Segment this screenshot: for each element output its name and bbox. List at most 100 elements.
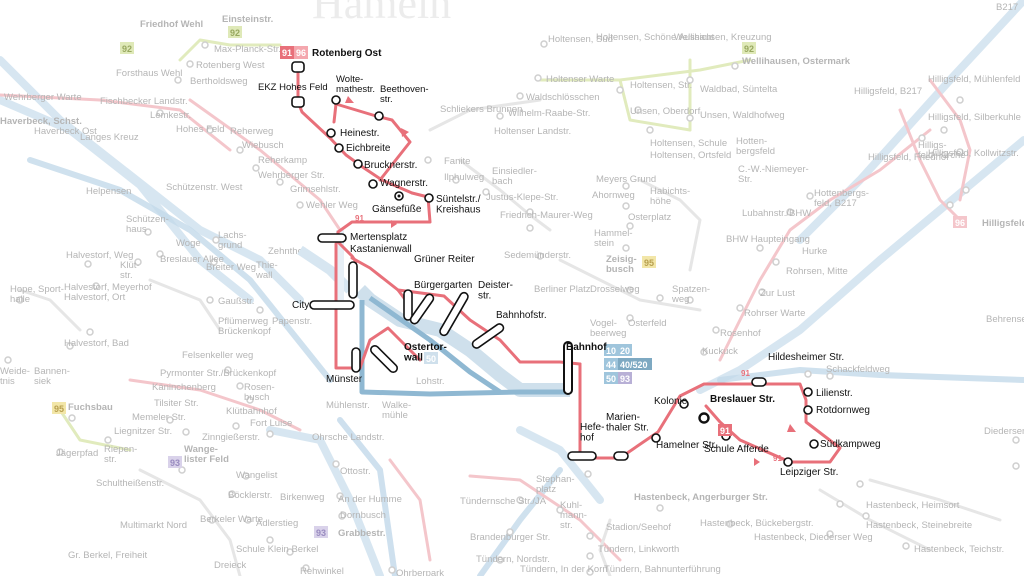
label-grimsehl: Grimsehlstr. — [290, 184, 341, 195]
label-wehrbergerstr: Wehrberger Str. — [258, 170, 325, 181]
label-wangelister-feld: Wange-lister Feld — [184, 444, 229, 465]
label-langes-kreuz: Langes Kreuz — [80, 132, 139, 143]
label-kluetbahnhof: Klütbahnhof — [226, 406, 277, 417]
stop-deisterstr: Deister-str. — [478, 280, 513, 302]
label-hastenbeck-angerburger: Hastenbeck, Angerburger Str. — [634, 492, 768, 503]
label-einsiedler: Einsiedler-bach — [492, 166, 537, 187]
label-halvestorf-meyerhof: Halvestorf, Meyerhof — [64, 282, 152, 293]
label-hastenbeck-steinebreite: Hastenbeck, Steinebreite — [866, 520, 972, 531]
label-rehwinkel: Rehwinkel — [300, 566, 344, 576]
label-stephanplatz: Stephan-platz — [536, 474, 575, 495]
label-friedrich: Friedrich-Maurer-Weg — [500, 210, 593, 221]
label-hillig-kirche: Hilligs-feld, Kirche — [918, 140, 966, 161]
svg-text:20: 20 — [620, 346, 630, 356]
svg-text:91: 91 — [720, 426, 730, 436]
label-weide: Weide-tnis — [0, 366, 30, 387]
svg-text:91: 91 — [741, 369, 750, 378]
label-holtenser-landstr: Holtenser Landstr. — [494, 126, 571, 137]
svg-text:44: 44 — [606, 360, 616, 370]
label-pyrmonter: Pyrmonter Str./Brückenkopf — [160, 368, 277, 379]
stop-symbols — [291, 61, 819, 467]
stop-dot-gaensefuesse — [397, 194, 401, 198]
label-ahornweg: Ahornweg — [592, 190, 635, 201]
label-walkemuehle: Walke-mühle — [382, 400, 411, 421]
stop-heinestr: Heinestr. — [340, 128, 379, 139]
label-halvestorf-ort: Halvestorf, Ort — [64, 292, 126, 303]
label-meyers-grund: Meyers Grund — [596, 174, 656, 185]
svg-text:96: 96 — [296, 48, 306, 58]
label-sedemuenderstr: Sedemünderstr. — [504, 250, 571, 261]
label-ohrberpark: Ohrberpark — [396, 568, 444, 576]
label-hillig-b217: Hilligsfeld, B217 — [854, 86, 922, 97]
line-labels: 91 91 91 — [355, 214, 782, 463]
label-waldschloesschen: Waldschlösschen — [526, 92, 600, 103]
label-wangelist: Wangelist — [236, 470, 278, 481]
label-ilphulweg: Ilphulweg — [444, 172, 484, 183]
stop-suedkampweg: Südkampweg — [820, 439, 881, 450]
label-reherweg: Reherweg — [230, 126, 273, 137]
label-lohstr: Lohstr. — [416, 376, 445, 387]
label-osterplatz: Osterplatz — [628, 212, 672, 223]
stop-city: City — [292, 300, 309, 311]
label-grabbestr: Grabbestr. — [338, 528, 386, 539]
label-tuendernsche: Tündernsche Str./JA — [460, 496, 547, 507]
svg-text:92: 92 — [744, 44, 754, 54]
stop-marienthaler: Marien-thaler Str. — [606, 412, 649, 434]
label-fuchsbau: Fuchsbau — [68, 402, 113, 413]
label-hottenberg-b217: Hottenbergs-feld, B217 — [814, 188, 869, 209]
label-friedhof-wehl: Friedhof Wehl — [140, 19, 203, 30]
label-memeler: Memeler Str. — [132, 412, 186, 423]
label-tilsiter: Tilsiter Str. — [154, 398, 199, 409]
label-ohrsche-landstr: Ohrsche Landstr. — [312, 432, 384, 443]
stop-suentelstr: Süntelstr./Kreishaus — [436, 194, 481, 216]
label-osterfeld: Osterfeld — [628, 318, 667, 329]
label-tuendern-bahn: Tündern, Bahnunterführung — [604, 564, 721, 575]
label-vogelbeerweg: Vogel-beerweg — [590, 318, 626, 339]
label-drosselweg: Drosselweg — [590, 284, 640, 295]
label-justus: Justus-Klepe-Str. — [486, 192, 558, 203]
label-habichtshoehe: Habichts-höhe — [650, 186, 690, 207]
stop-muenster: Münster — [326, 374, 363, 385]
label-hillig-muehlenfeld: Hilligsfeld, Mühlenfeld — [928, 74, 1020, 85]
osterstorwall-badge: 50 — [424, 352, 438, 364]
stop-hildesheimer: Hildesheimer Str. — [768, 352, 844, 363]
label-einsteinstr: Einsteinstr. — [222, 14, 273, 25]
label-holtensen-schule: Holtensen, Schule — [650, 138, 727, 149]
stop-bahnhof: Bahnhof — [566, 342, 607, 353]
label-dreieck: Dreieck — [214, 560, 246, 571]
svg-text:10: 10 — [606, 346, 616, 356]
label-haverbeck-ost: Haverbeck Ost — [34, 126, 97, 137]
label-gaussstr: Gaußstr. — [218, 296, 254, 307]
label-helpensen: Helpensen — [86, 186, 131, 197]
label-zehnthof: Zehnthof — [268, 246, 306, 257]
stop-rotenberg-ost: Rotenberg Ost — [312, 48, 382, 59]
background-badges: 92 92 92 95 95 93 93 96 — [52, 26, 967, 538]
label-rohrser-warte: Rohrser Warte — [744, 308, 805, 319]
label-unsen-oberdorf: Unsen, Oberdorf — [630, 106, 701, 117]
svg-text:92: 92 — [122, 44, 132, 54]
label-stadion-seehof: Stadion/Seehof — [606, 522, 671, 533]
label-multimarkt-nord: Multimarkt Nord — [120, 520, 187, 531]
label-holtensen-str: Holtensen, Str. — [630, 80, 692, 91]
stop-bahnhofstr: Bahnhofstr. — [496, 310, 547, 321]
label-brandenburger: Brandenburger Str. — [470, 532, 550, 543]
label-an-der-humme: An der Humme — [338, 494, 402, 505]
stop-beethovenstr: Beethoven-str. — [380, 84, 429, 105]
label-brueckenkopf: Brückenkopf — [218, 326, 271, 337]
label-hastenbeck-teichstr: Hastenbeck, Teichstr. — [914, 544, 1004, 555]
label-zinngiesserstr: Zinngießerstr. — [202, 432, 260, 443]
svg-text:50: 50 — [606, 374, 616, 384]
svg-text:40/520: 40/520 — [620, 360, 648, 370]
stop-schule-afferde: Schule Afferde — [704, 444, 769, 455]
label-hastenbeck-diederser: Hastenbeck, Diederser Weg — [754, 532, 873, 543]
label-behrensen: Behrensen — [986, 314, 1024, 325]
label-hastenbeck-bueckebergstr: Hastenbeck, Bückebergstr. — [700, 518, 814, 529]
svg-text:91: 91 — [773, 454, 782, 463]
label-woge: Woge — [176, 238, 201, 249]
breslauer-badge: 91 — [718, 424, 732, 436]
stop-leipziger: Leipziger Str. — [780, 467, 838, 478]
label-papenstr: Papenstr. — [272, 316, 312, 327]
stop-gruener-reiter: Grüner Reiter — [414, 254, 475, 265]
